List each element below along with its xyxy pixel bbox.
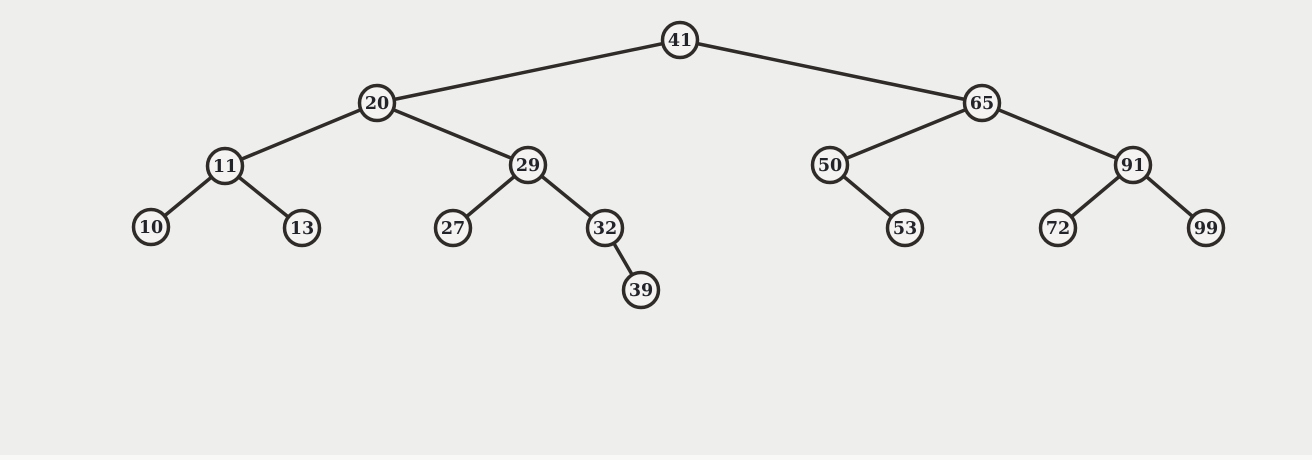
tree-node-value: 91 xyxy=(1121,156,1145,176)
tree-node-circle xyxy=(1038,208,1078,248)
tree-node-29: 29 xyxy=(508,145,548,185)
tree-edge-41-65 xyxy=(678,38,984,105)
tree-node-value: 39 xyxy=(629,281,653,301)
tree-node-value: 50 xyxy=(818,156,842,176)
tree-node-32: 32 xyxy=(585,208,625,248)
tree-node-72: 72 xyxy=(1038,208,1078,248)
tree-node-circle xyxy=(508,145,548,185)
tree-node-value: 53 xyxy=(893,219,917,239)
tree-node-circle xyxy=(962,83,1002,123)
tree-node-circle xyxy=(621,270,661,310)
tree-node-value: 11 xyxy=(213,157,237,177)
page-bottom-edge xyxy=(0,455,1312,460)
tree-edge-65-50 xyxy=(828,101,984,167)
tree-node-13: 13 xyxy=(282,208,322,248)
tree-node-99: 99 xyxy=(1186,208,1226,248)
tree-node-circle xyxy=(810,145,850,185)
tree-node-11: 11 xyxy=(205,146,245,186)
tree-node-value: 41 xyxy=(668,31,692,51)
tree-node-circle xyxy=(1186,208,1226,248)
tree-node-value: 27 xyxy=(441,219,465,239)
tree-node-41: 41 xyxy=(660,20,700,60)
tree-node-circle xyxy=(585,208,625,248)
tree-node-value: 65 xyxy=(970,94,994,114)
tree-node-circle xyxy=(205,146,245,186)
tree-node-91: 91 xyxy=(1113,145,1153,185)
tree-node-circle xyxy=(357,83,397,123)
tree-node-65: 65 xyxy=(962,83,1002,123)
tree-node-circle xyxy=(1113,145,1153,185)
tree-node-value: 10 xyxy=(139,218,163,238)
tree-node-circle xyxy=(433,208,473,248)
tree-node-circle xyxy=(131,207,171,247)
tree-edge-20-11 xyxy=(223,101,379,168)
tree-node-value: 99 xyxy=(1194,219,1218,239)
tree-node-value: 20 xyxy=(365,94,389,114)
tree-node-value: 13 xyxy=(290,219,314,239)
tree-node-circle xyxy=(660,20,700,60)
tree-edge-20-29 xyxy=(375,101,530,167)
tree-node-value: 72 xyxy=(1046,219,1070,239)
tree-node-circle xyxy=(282,208,322,248)
tree-node-50: 50 xyxy=(810,145,850,185)
tree-node-27: 27 xyxy=(433,208,473,248)
tree-node-39: 39 xyxy=(621,270,661,310)
tree-edge-41-20 xyxy=(375,38,682,105)
tree-node-10: 10 xyxy=(131,207,171,247)
tree-node-value: 29 xyxy=(516,156,540,176)
tree-edge-65-91 xyxy=(980,101,1135,167)
tree-node-circle xyxy=(885,208,925,248)
tree-node-20: 20 xyxy=(357,83,397,123)
tree-node-value: 32 xyxy=(593,219,617,239)
tree-node-53: 53 xyxy=(885,208,925,248)
